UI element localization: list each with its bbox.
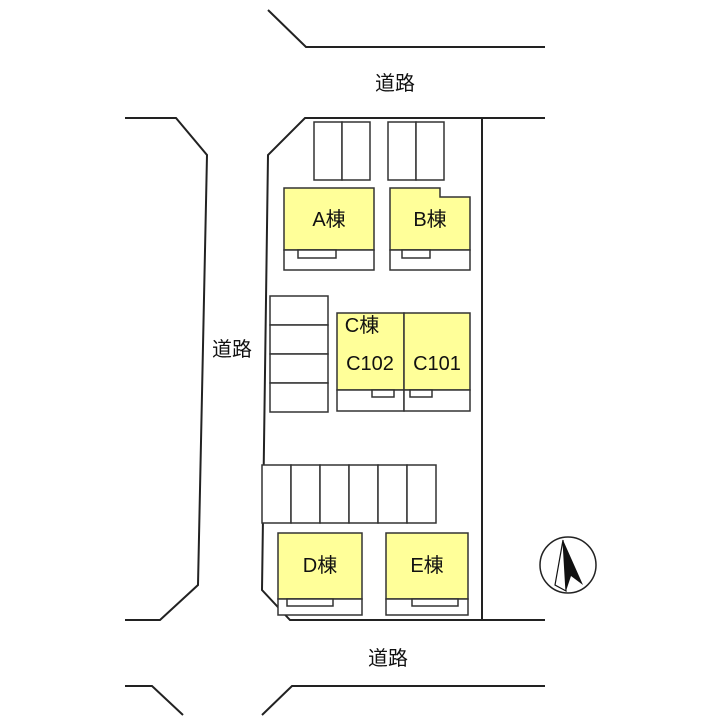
building-b-step (401, 249, 431, 259)
parking-space (406, 464, 437, 524)
parking-space (269, 382, 329, 413)
building-e-step (411, 598, 459, 607)
building-a-step (297, 249, 337, 259)
building-e-label: E棟 (410, 554, 443, 577)
building-d-step (286, 598, 334, 607)
road-label-top: 道路 (375, 72, 415, 95)
building-c: C棟 C102 C101 (336, 312, 471, 412)
parking-space (415, 121, 445, 181)
unit-c102-label: C102 (346, 353, 394, 375)
building-a: A棟 (283, 187, 375, 271)
parking-group-top-right (387, 121, 445, 181)
parking-group-middle (261, 464, 437, 524)
building-b-label: B棟 (413, 208, 446, 231)
building-a-label: A棟 (312, 208, 345, 231)
building-c-step-left (371, 389, 395, 398)
top-road-edge (267, 9, 545, 48)
parking-space (269, 295, 329, 326)
building-c-label: C棟 (345, 314, 379, 337)
parking-space (387, 121, 417, 181)
building-d-label: D棟 (303, 554, 337, 577)
road-label-bottom: 道路 (368, 647, 408, 670)
parking-space (290, 464, 321, 524)
parking-space (261, 464, 292, 524)
bottom-road-edge-right (261, 685, 545, 716)
north-arrow-icon (539, 536, 597, 594)
bottom-road-edge-left (125, 685, 184, 716)
parking-group-top-left (313, 121, 371, 181)
road-edges (125, 9, 545, 716)
building-e: E棟 (385, 532, 469, 616)
left-road-outer-edge (125, 117, 209, 621)
parking-space (269, 353, 329, 384)
parking-space (319, 464, 350, 524)
parking-space (377, 464, 408, 524)
site-outline (260, 117, 545, 621)
parking-space (269, 324, 329, 355)
site-boundary (260, 117, 545, 621)
building-c102-unit (336, 312, 405, 391)
building-c101-unit (403, 312, 471, 391)
parking-space (341, 121, 371, 181)
building-b: B棟 (389, 187, 471, 271)
building-d: D棟 (277, 532, 363, 616)
parking-group-left (269, 295, 329, 413)
parking-space (313, 121, 343, 181)
parking-space (348, 464, 379, 524)
unit-c101-label: C101 (413, 353, 461, 375)
building-c-step-right (409, 389, 433, 398)
road-label-left: 道路 (212, 338, 252, 361)
